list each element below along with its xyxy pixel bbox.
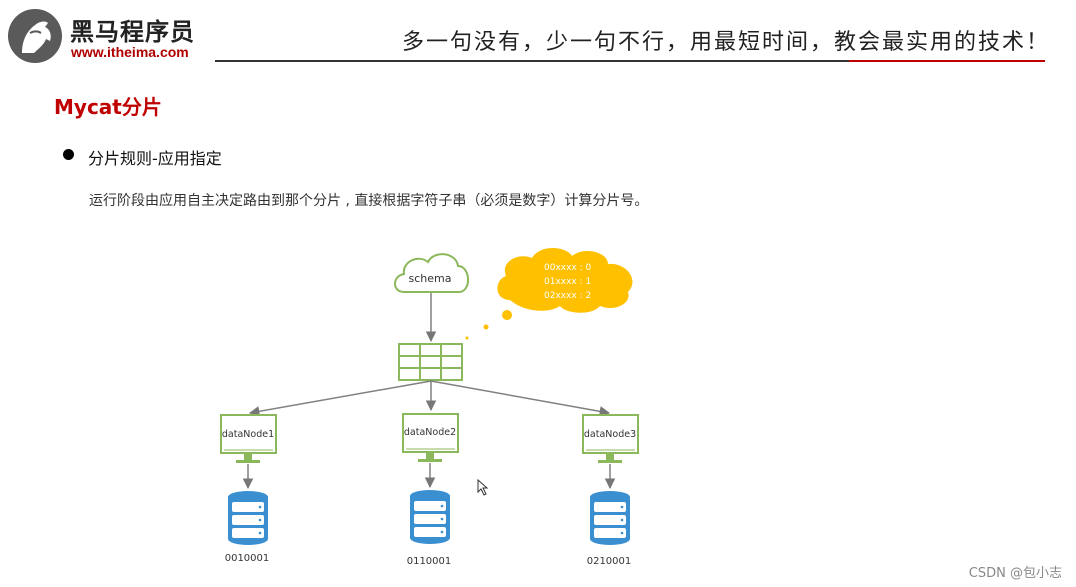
horse-logo-icon [8, 9, 62, 63]
bullet-icon [63, 149, 74, 160]
slogan: 多一句没有，少一句不行，用最短时间，教会最实用的技术！ [402, 30, 1051, 55]
brand-url: www.itheima.com [71, 44, 189, 60]
schema-label: schema [409, 272, 452, 285]
database1-icon [228, 491, 268, 545]
bullet-heading: 分片规则-应用指定 [88, 149, 222, 168]
rules-cloud-icon [465, 248, 633, 340]
database3-label: 0210001 [587, 556, 632, 567]
datanode3-label: dataNode3 [584, 429, 636, 440]
table-to-node1-arrow [248, 380, 432, 417]
slide-header: 黑马程序员 www.itheima.com 多一句没有，少一句不行，用最短时间，… [0, 0, 1076, 70]
description-text: 运行阶段由应用自主决定路由到那个分片 , 直接根据字符子串（必须是数字）计算分片… [89, 193, 649, 209]
table-to-node3-arrow [430, 380, 611, 417]
database1-label: 0010001 [225, 553, 270, 564]
header-divider-accent [849, 60, 1045, 62]
sharding-diagram: schema 00xxxx : 0 01xxxx : 1 02xxxx : 2 … [220, 248, 639, 567]
datanode3-monitor-icon [582, 414, 639, 463]
routing-table-icon [398, 343, 463, 381]
brand-name: 黑马程序员 [70, 18, 195, 46]
csdn-watermark: CSDN @包小志 [968, 566, 1062, 581]
database3-icon [590, 491, 630, 545]
database2-label: 0110001 [407, 556, 452, 567]
datanode2-monitor-icon [402, 413, 459, 462]
datanode2-label: dataNode2 [404, 427, 456, 438]
datanode1-monitor-icon [220, 414, 277, 463]
datanode1-label: dataNode1 [222, 429, 274, 440]
rule-line-2: 02xxxx : 2 [544, 291, 591, 301]
rule-line-1: 01xxxx : 1 [544, 277, 591, 287]
mouse-cursor-icon [477, 478, 489, 496]
rule-line-0: 00xxxx : 0 [544, 263, 592, 273]
slide-title: Mycat分片 [54, 95, 162, 119]
header-divider [215, 60, 849, 62]
schema-cloud-icon [394, 253, 469, 293]
database2-icon [410, 490, 450, 544]
